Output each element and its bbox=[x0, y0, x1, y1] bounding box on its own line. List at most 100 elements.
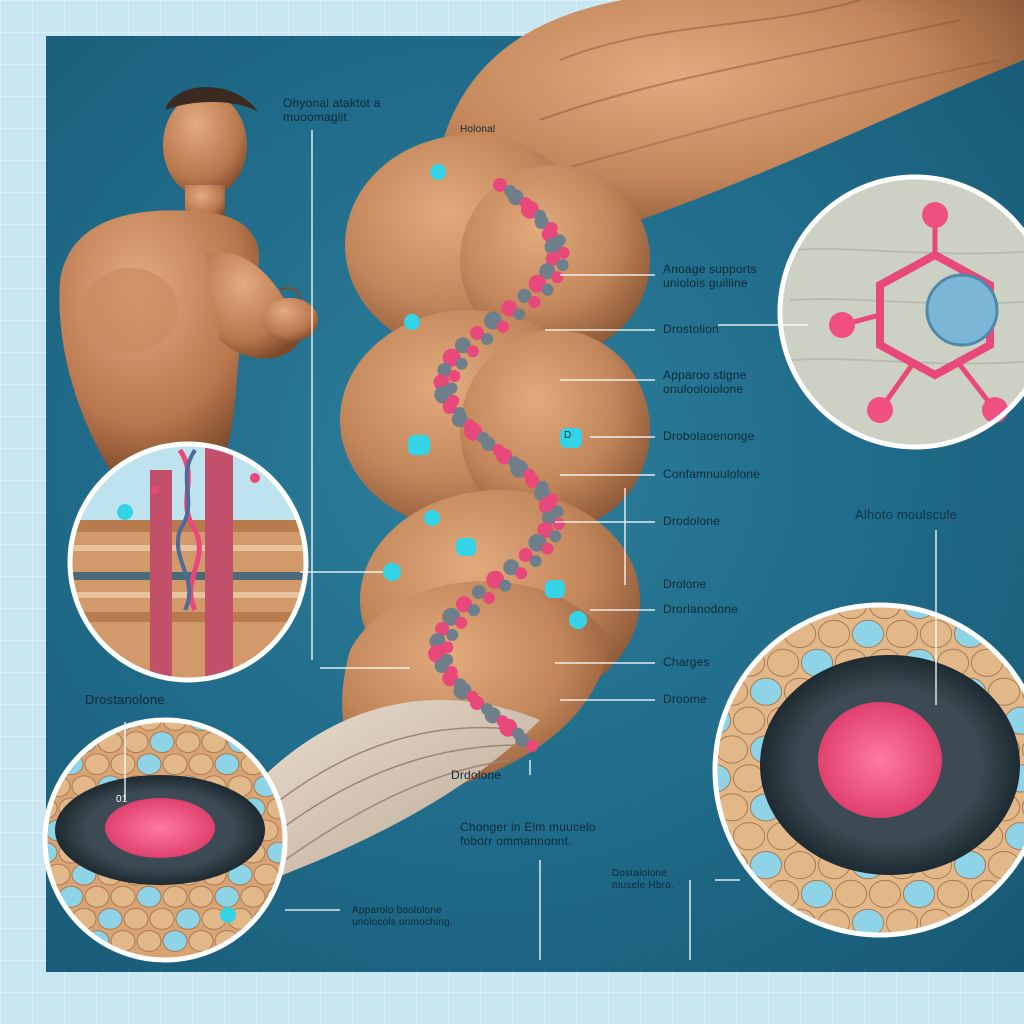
cell bbox=[84, 720, 110, 731]
label-center: Drdolone bbox=[451, 768, 502, 782]
cell bbox=[45, 753, 58, 776]
cell bbox=[175, 731, 201, 753]
helix-bead bbox=[537, 522, 554, 539]
cell bbox=[84, 753, 110, 776]
cell bbox=[682, 794, 713, 821]
cell bbox=[240, 930, 266, 952]
cell bbox=[58, 720, 84, 731]
cell bbox=[175, 908, 201, 930]
cell bbox=[45, 841, 58, 864]
label-ann-1: Anoage supports uniolois guilline bbox=[663, 262, 757, 290]
label-ann-4: Drobolaoenonge bbox=[663, 429, 755, 443]
cell bbox=[834, 879, 868, 909]
cell bbox=[936, 879, 970, 909]
helix-bead bbox=[499, 579, 512, 592]
cell bbox=[253, 863, 279, 886]
cell bbox=[240, 885, 266, 908]
helix-bead bbox=[434, 659, 449, 673]
cell bbox=[84, 885, 110, 908]
helix-bead bbox=[503, 559, 520, 576]
cell bbox=[817, 619, 851, 649]
cell bbox=[188, 753, 214, 776]
cell bbox=[20, 732, 44, 753]
helix-bead bbox=[456, 596, 472, 613]
cell bbox=[715, 735, 749, 764]
cell bbox=[188, 885, 214, 908]
inset-right bbox=[777, 174, 1024, 450]
helix-bead bbox=[483, 592, 495, 604]
cell bbox=[783, 851, 817, 880]
leader-lines bbox=[124, 130, 937, 960]
label-ann-9: Charges bbox=[663, 655, 710, 669]
molecule-icon bbox=[829, 202, 1008, 423]
cell bbox=[214, 885, 240, 908]
label-ann-7: Drolone bbox=[663, 577, 707, 591]
helix-bead bbox=[454, 337, 471, 354]
helix-bead bbox=[493, 178, 507, 192]
cell bbox=[266, 930, 285, 952]
helix-bead bbox=[526, 740, 539, 752]
tendon bbox=[260, 700, 540, 880]
label-top-right: Holonal bbox=[460, 124, 496, 135]
helix-bead bbox=[557, 246, 570, 259]
label-bottom-right-caption: Dostalolone musele Hbro. bbox=[612, 868, 674, 891]
inset-left bbox=[67, 441, 309, 683]
helix-bead bbox=[497, 320, 509, 333]
cell bbox=[20, 776, 44, 797]
cell bbox=[214, 753, 240, 776]
helix-bead bbox=[515, 733, 530, 747]
muscle-lobes bbox=[340, 135, 650, 792]
cell bbox=[749, 677, 783, 706]
cell bbox=[987, 677, 1021, 706]
label-top-caption: Ohyonal ataktot a muoomaglit bbox=[283, 96, 381, 124]
cell bbox=[851, 619, 885, 649]
cell bbox=[97, 908, 123, 930]
cell bbox=[136, 720, 162, 731]
helix-bead bbox=[507, 189, 524, 206]
cell bbox=[162, 720, 188, 731]
helix-bead bbox=[448, 370, 461, 382]
helix-bead bbox=[515, 567, 528, 580]
cell bbox=[110, 885, 136, 908]
athlete-figure bbox=[59, 87, 318, 470]
helix-bead bbox=[437, 363, 452, 377]
cell bbox=[136, 753, 162, 776]
cell bbox=[800, 879, 834, 909]
helix-bead bbox=[484, 707, 501, 724]
cell bbox=[253, 731, 279, 753]
cell bbox=[868, 879, 902, 909]
helix-bead bbox=[517, 289, 532, 303]
label-left-title: Drostanolone bbox=[85, 692, 165, 707]
cell bbox=[1021, 677, 1024, 706]
helix-bead bbox=[545, 252, 560, 266]
helix-bead bbox=[481, 437, 496, 451]
helix-bead bbox=[455, 357, 468, 370]
cell bbox=[1004, 879, 1024, 909]
cell bbox=[732, 822, 766, 851]
cell bbox=[715, 879, 732, 909]
cell bbox=[188, 930, 214, 952]
helix-bead bbox=[446, 629, 459, 641]
label-center-caption: Chonger in Elm muucelo foborr ommannonnt… bbox=[460, 820, 596, 848]
label-ann-8: Drorlanodone bbox=[663, 602, 739, 616]
inset-bottom-left bbox=[20, 717, 288, 963]
cell bbox=[732, 706, 766, 735]
cell bbox=[1004, 822, 1024, 851]
helix-bead bbox=[468, 604, 480, 617]
cell bbox=[266, 720, 285, 731]
cell bbox=[45, 720, 58, 731]
markers bbox=[220, 164, 587, 923]
dna-helix bbox=[428, 178, 570, 752]
helix-bead bbox=[455, 616, 468, 629]
label-ann-5: Confamnuulolone bbox=[663, 467, 761, 481]
marker-label-d: D bbox=[564, 430, 572, 441]
helix-bead bbox=[481, 333, 494, 345]
cell bbox=[766, 605, 800, 620]
helix-bead bbox=[470, 326, 485, 340]
helix-bead bbox=[541, 511, 556, 525]
helix-bead bbox=[470, 696, 484, 710]
cell bbox=[1004, 605, 1024, 620]
cell bbox=[749, 908, 783, 935]
marker-label-01: 01 bbox=[116, 794, 128, 805]
